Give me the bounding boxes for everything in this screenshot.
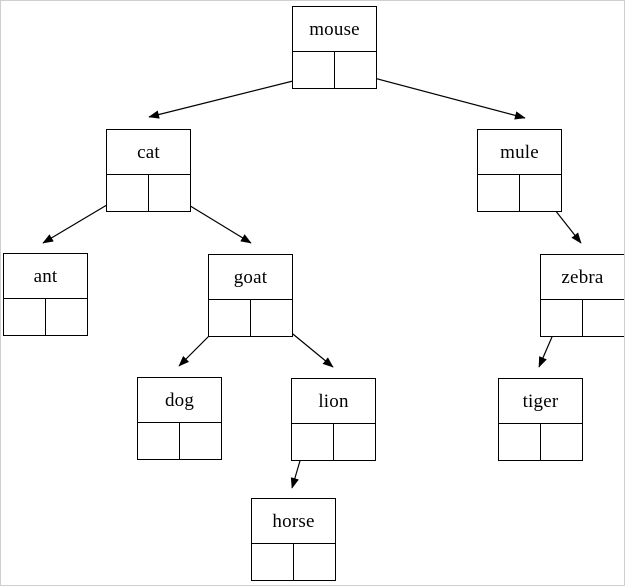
node-horse[interactable]: horse: [251, 498, 336, 581]
edge-mouse-left-to-cat: [148, 75, 314, 119]
node-pointers-ant: [4, 299, 87, 335]
left-pointer-cell-horse[interactable]: [252, 544, 294, 580]
left-pointer-cell-goat[interactable]: [209, 300, 251, 336]
left-pointer-cell-lion[interactable]: [292, 424, 334, 460]
node-pointers-cat: [107, 175, 190, 211]
right-pointer-cell-mule[interactable]: [520, 175, 562, 211]
node-cat[interactable]: cat: [106, 129, 191, 212]
left-pointer-cell-ant[interactable]: [4, 299, 46, 335]
node-pointers-zebra: [541, 300, 624, 336]
right-pointer-cell-ant[interactable]: [46, 299, 88, 335]
node-label-lion: lion: [292, 379, 375, 424]
node-label-zebra: zebra: [541, 255, 624, 300]
node-label-mule: mule: [478, 130, 561, 175]
node-pointers-goat: [209, 300, 292, 336]
node-pointers-mule: [478, 175, 561, 211]
node-pointers-tiger: [499, 424, 582, 460]
right-pointer-cell-cat[interactable]: [149, 175, 191, 211]
node-label-ant: ant: [4, 254, 87, 299]
node-mouse[interactable]: mouse: [292, 6, 377, 89]
node-pointers-horse: [252, 544, 335, 580]
node-label-dog: dog: [138, 378, 221, 423]
node-pointers-mouse: [293, 52, 376, 88]
node-pointers-lion: [292, 424, 375, 460]
right-pointer-cell-horse[interactable]: [294, 544, 336, 580]
left-pointer-cell-tiger[interactable]: [499, 424, 541, 460]
node-ant[interactable]: ant: [3, 253, 88, 336]
node-goat[interactable]: goat: [208, 254, 293, 337]
right-pointer-cell-mouse[interactable]: [335, 52, 377, 88]
node-dog[interactable]: dog: [137, 377, 222, 460]
node-lion[interactable]: lion: [291, 378, 376, 461]
right-pointer-cell-zebra[interactable]: [583, 300, 625, 336]
right-pointer-cell-goat[interactable]: [251, 300, 293, 336]
node-label-horse: horse: [252, 499, 335, 544]
node-label-goat: goat: [209, 255, 292, 300]
left-pointer-cell-cat[interactable]: [107, 175, 149, 211]
node-label-mouse: mouse: [293, 7, 376, 52]
right-pointer-cell-tiger[interactable]: [541, 424, 583, 460]
edge-mouse-right-to-mule: [354, 72, 526, 120]
left-pointer-cell-dog[interactable]: [138, 423, 180, 459]
node-zebra[interactable]: zebra: [540, 254, 624, 337]
left-pointer-cell-mule[interactable]: [478, 175, 520, 211]
node-label-tiger: tiger: [499, 379, 582, 424]
node-tiger[interactable]: tiger: [498, 378, 583, 461]
node-pointers-dog: [138, 423, 221, 459]
right-pointer-cell-lion[interactable]: [334, 424, 376, 460]
node-mule[interactable]: mule: [477, 129, 562, 212]
node-label-cat: cat: [107, 130, 190, 175]
left-pointer-cell-zebra[interactable]: [541, 300, 583, 336]
right-pointer-cell-dog[interactable]: [180, 423, 222, 459]
left-pointer-cell-mouse[interactable]: [293, 52, 335, 88]
